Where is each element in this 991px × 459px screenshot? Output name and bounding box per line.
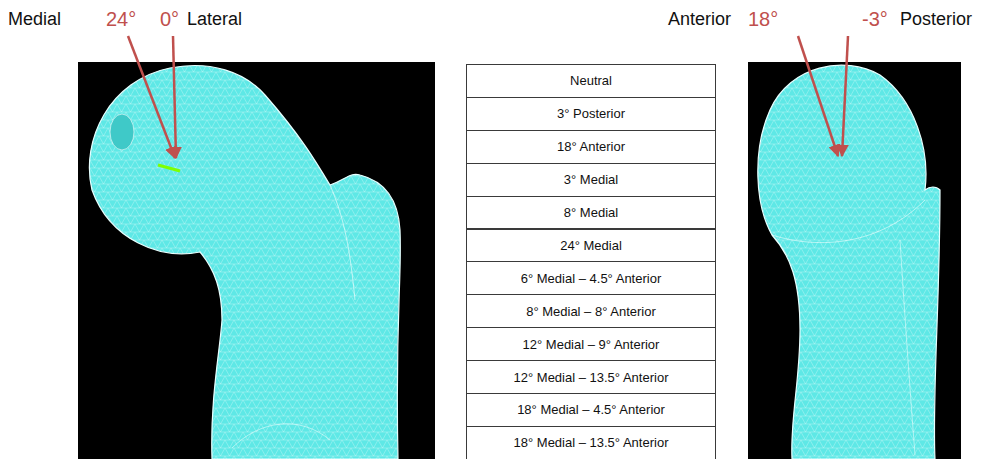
direction-label: Posterior [900,10,972,30]
direction-label: Lateral [187,10,242,30]
table-cell: 3° Medial [466,163,716,197]
table-cell: 18° Anterior [466,130,716,164]
black-panel [78,62,435,459]
table-cell: 8° Medial [466,196,716,230]
shaft-ridge [900,240,915,455]
table-cell: 24° Medial [466,229,716,263]
table-cell: 8° Medial – 8° Anterior [466,294,716,328]
trochanter-ridge [330,185,355,300]
load-arrow [128,36,175,158]
table-cell: 3° Posterior [466,97,716,131]
table-cell: 12° Medial – 13.5° Anterior [466,360,716,394]
table-cell: 18° Medial – 13.5° Anterior [466,426,716,459]
lesser-trochanter [232,424,330,448]
angle-label: 18° [748,8,778,30]
load-mark [158,165,180,171]
femur-side [758,65,940,459]
load-arrow [842,36,848,156]
load-arrow [798,36,838,156]
head-neck-edge [772,200,925,243]
table-cell: 12° Medial – 9° Anterior [466,327,716,361]
load-arrow [173,36,176,158]
fovea [110,114,134,150]
angle-label: 0° [160,8,179,30]
black-panel [748,62,961,459]
angle-label: 24° [106,8,136,30]
direction-label: Anterior [668,10,731,30]
table-cell: 18° Medial – 4.5° Anterior [466,393,716,427]
table-cell: Neutral [466,64,716,98]
femur-front [89,66,400,459]
angle-label: -3° [862,8,888,30]
direction-label: Medial [8,10,61,30]
table-cell: 6° Medial – 4.5° Anterior [466,261,716,295]
